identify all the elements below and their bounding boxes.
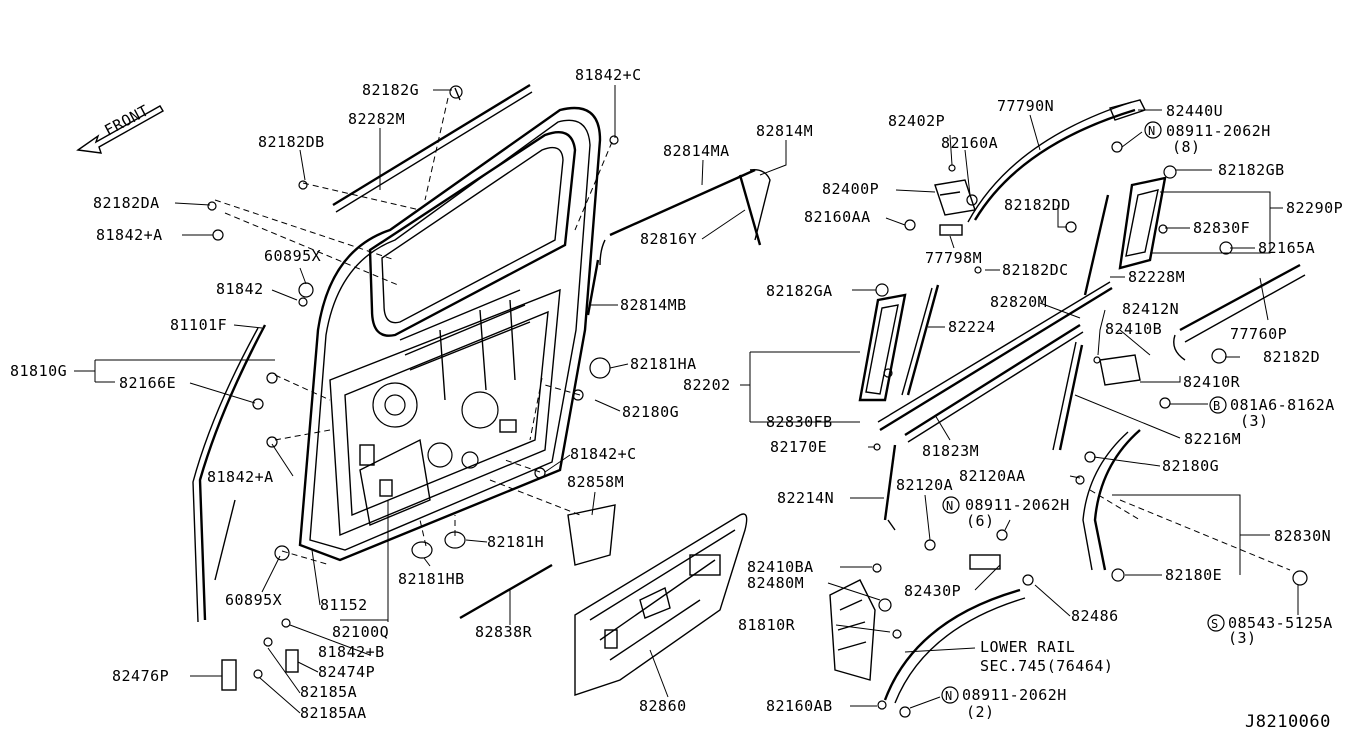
- callout-label: 82216M: [1184, 430, 1241, 448]
- callout-label: 82224: [948, 318, 996, 336]
- callout-label: 60895X: [264, 247, 321, 265]
- rail-and-molding-drawing: [829, 99, 1308, 718]
- callout-label: 82402P: [888, 112, 945, 130]
- callout-label: 82480M: [747, 574, 804, 592]
- callout-label: 81842+C: [570, 445, 637, 463]
- callout-label: 77798M: [925, 249, 982, 267]
- callout-label: 82182DB: [258, 133, 325, 151]
- callout-label: 82814M: [756, 122, 813, 140]
- symbol-markers: [941, 121, 1227, 704]
- callout-label: 82816Y: [640, 230, 697, 248]
- callout-label: 81101F: [170, 316, 227, 334]
- door-panel-drawing: [192, 83, 771, 696]
- callout-label: 82160AB: [766, 697, 833, 715]
- lower-rail-section: SEC.745(76464): [980, 657, 1113, 675]
- callout-label: 82860: [639, 697, 687, 715]
- leader-lines: [74, 85, 1299, 714]
- callout-label: 82202: [683, 376, 731, 394]
- callout-label: 82410BA: [747, 558, 814, 576]
- callout-label: 82838R: [475, 623, 533, 641]
- callout-label: 82160A: [941, 134, 998, 152]
- callout-label: 82165A: [1258, 239, 1315, 257]
- callout-label: 82410R: [1183, 373, 1241, 391]
- callout-label: 82830FB: [766, 413, 833, 431]
- callout-label: 82181H: [487, 533, 544, 551]
- callout-labels: 82182G 82282M 82182DB 82182DA 81842+A 60…: [10, 66, 1343, 722]
- symbol-n-1: N: [1148, 124, 1156, 138]
- callout-label: 82814MA: [663, 142, 730, 160]
- callout-label: 81810G: [10, 362, 67, 380]
- callout-label: 82400P: [822, 180, 879, 198]
- callout-label: 82412N: [1122, 300, 1179, 318]
- symbol-n-3: N: [945, 689, 953, 703]
- callout-label: 82430P: [904, 582, 961, 600]
- callout-label: 82181HA: [630, 355, 697, 373]
- callout-label: 82474P: [318, 663, 375, 681]
- callout-label: 77760P: [1230, 325, 1287, 343]
- callout-label: 81823M: [922, 442, 979, 460]
- callout-label: 82182G: [362, 81, 419, 99]
- callout-label: 82185A: [300, 683, 357, 701]
- symbol-b-1: B: [1213, 399, 1221, 413]
- callout-label: 82182DC: [1002, 261, 1069, 279]
- callout-label: 82120AA: [959, 467, 1026, 485]
- callout-label: 82290P: [1286, 199, 1343, 217]
- callout-label: 82182DD: [1004, 196, 1071, 214]
- callout-label: 82830N: [1274, 527, 1331, 545]
- callout-label: 08543-5125A: [1228, 614, 1333, 632]
- callout-label: 82160AA: [804, 208, 871, 226]
- symbol-n-2: N: [946, 499, 954, 513]
- callout-label: 82440U: [1166, 102, 1223, 120]
- callout-label: 82820M: [990, 293, 1047, 311]
- callout-label: 82166E: [119, 374, 176, 392]
- callout-label: 81152: [320, 596, 368, 614]
- callout-label: 82180G: [1162, 457, 1219, 475]
- reference-code: J8210060: [1245, 712, 1331, 732]
- callout-label: 82180G: [622, 403, 679, 421]
- callout-label: (3): [1228, 629, 1257, 647]
- callout-label: 82858M: [567, 473, 624, 491]
- callout-label: 77790N: [997, 97, 1054, 115]
- callout-label: 82182GA: [766, 282, 833, 300]
- callout-label: 81842+A: [207, 468, 274, 486]
- symbol-s-1: S: [1211, 617, 1219, 631]
- callout-label: 82182DA: [93, 194, 160, 212]
- callout-label: 82214N: [777, 489, 834, 507]
- callout-label: 82830F: [1193, 219, 1250, 237]
- callout-label: (6): [966, 512, 995, 530]
- callout-label: 81810R: [738, 616, 796, 634]
- callout-label: 82181HB: [398, 570, 465, 588]
- callout-label: 82120A: [896, 476, 953, 494]
- callout-label: 82185AA: [300, 704, 367, 722]
- callout-label: 08911-2062H: [1166, 122, 1271, 140]
- callout-label: 60895X: [225, 591, 282, 609]
- front-arrow-icon: [76, 105, 164, 154]
- callout-label: 08911-2062H: [962, 686, 1067, 704]
- callout-label: (2): [966, 703, 995, 721]
- callout-label: 82100Q: [332, 623, 389, 641]
- callout-label: 81842: [216, 280, 264, 298]
- callout-label: 82476P: [112, 667, 169, 685]
- callout-label: 08911-2062H: [965, 496, 1070, 514]
- callout-label: 82180E: [1165, 566, 1222, 584]
- callout-label: 82182D: [1263, 348, 1320, 366]
- callout-label: 81842+B: [318, 643, 385, 661]
- callout-label: 82410B: [1105, 320, 1162, 338]
- callout-label: 82486: [1071, 607, 1119, 625]
- callout-label: 82282M: [348, 110, 405, 128]
- callout-label: 82170E: [770, 438, 827, 456]
- callout-label: (8): [1172, 138, 1201, 156]
- callout-label: 81842+C: [575, 66, 642, 84]
- lower-rail-label: LOWER RAIL: [980, 638, 1075, 656]
- callout-label: 82228M: [1128, 268, 1185, 286]
- callout-label: 82182GB: [1218, 161, 1285, 179]
- front-label: FRONT: [101, 101, 152, 139]
- callout-label: 82814MB: [620, 296, 687, 314]
- callout-label: 81842+A: [96, 226, 163, 244]
- callout-label: 081A6-8162A: [1230, 396, 1335, 414]
- callout-label: (3): [1240, 412, 1269, 430]
